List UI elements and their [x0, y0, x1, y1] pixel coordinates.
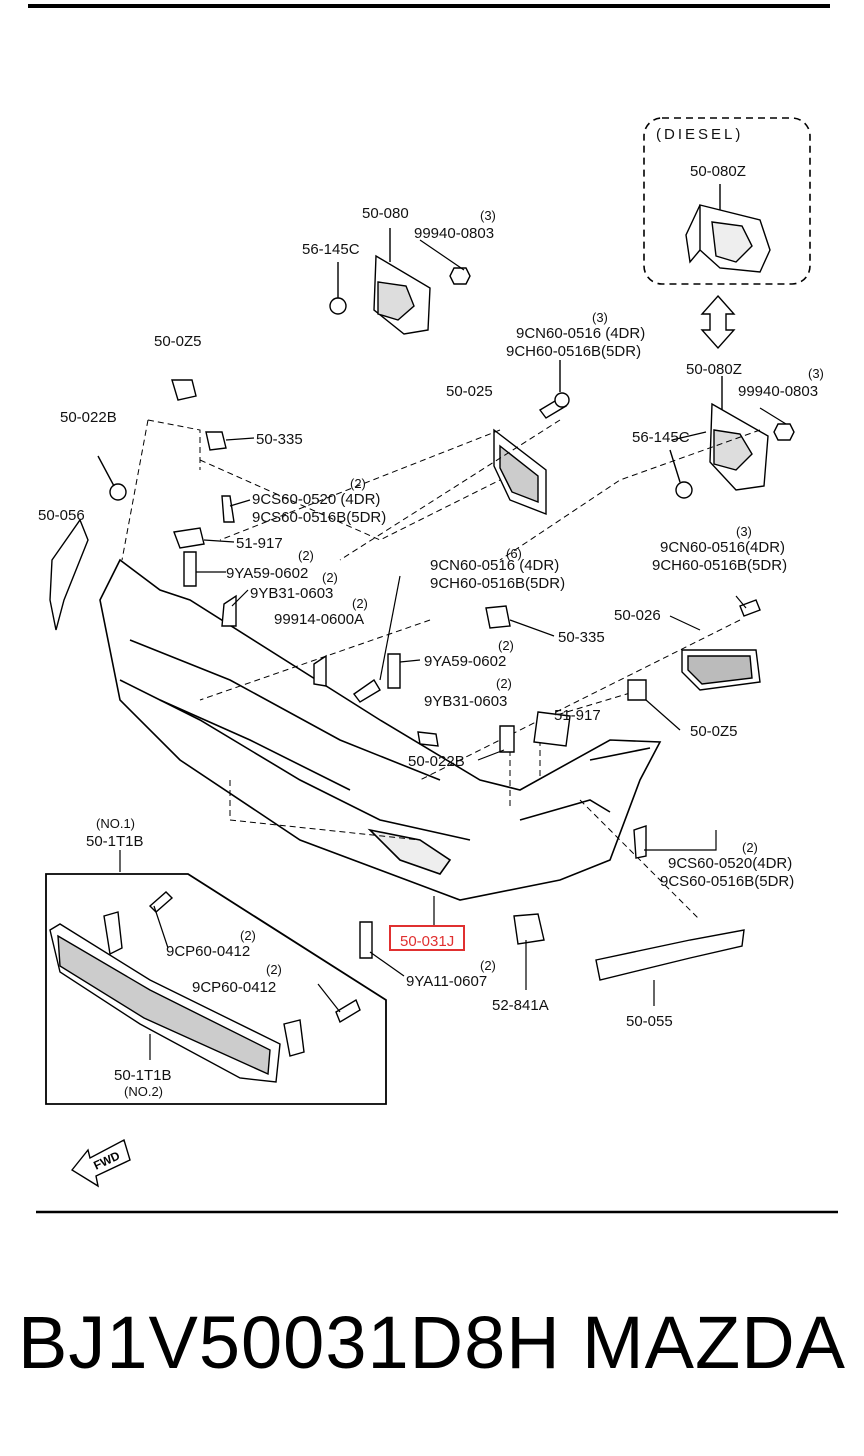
bumper-cover-50-031J: [99, 558, 662, 901]
label-9CP60-a: 9CP60-0412: [166, 943, 250, 960]
label-50-1T1B-b: 50-1T1B: [114, 1067, 172, 1084]
label-50-335-a: 50-335: [256, 431, 303, 448]
label-no1: (NO.1): [96, 816, 135, 831]
label-56-145C-b: 56-145C: [632, 429, 690, 446]
label-9CS60-a: 9CS60-0520 (4DR): [252, 491, 380, 508]
label-qty-2-c: (2): [322, 570, 338, 585]
label-9CH60-a: 9CH60-0516B(5DR): [506, 343, 641, 360]
label-50-022B-b: 50-022B: [408, 753, 465, 770]
label-qty-2-b: (2): [298, 548, 314, 563]
label-52-841A: 52-841A: [492, 997, 549, 1014]
label-99914: 99914-0600A: [274, 611, 364, 628]
label-9CS60B-a: 9CS60-0516B(5DR): [252, 509, 386, 526]
label-9YA59-b: 9YA59-0602: [424, 653, 506, 670]
label-qty-2-h: (2): [240, 928, 256, 943]
label-9CS60B-b: 9CS60-0516B(5DR): [660, 873, 794, 890]
label-qty-2-a: (2): [350, 476, 366, 491]
label-50-080Z-mid: 50-080Z: [686, 361, 742, 378]
label-51-917-b: 51-917: [554, 707, 601, 724]
label-50-055: 50-055: [626, 1013, 673, 1030]
label-50-056: 50-056: [38, 507, 85, 524]
label-qty-2-g: (2): [742, 840, 758, 855]
part-number: BJ1V50031D8H: [18, 1301, 561, 1384]
label-qty-3-a: (3): [480, 208, 496, 223]
grille-box: [45, 873, 387, 1105]
grille-50-1T1B-icon: [49, 891, 361, 1083]
label-51-917-a: 51-917: [236, 535, 283, 552]
label-9YB31-b: 9YB31-0603: [424, 693, 507, 710]
label-9CH60-b: 9CH60-0516B(5DR): [430, 575, 565, 592]
highlight-box: [389, 925, 465, 951]
label-9CS60-b: 9CS60-0520(4DR): [668, 855, 792, 872]
label-qty-2-f: (2): [496, 676, 512, 691]
diesel-label: (DIESEL): [656, 126, 743, 143]
label-50-080Z-top: 50-080Z: [690, 163, 746, 180]
bolt-9CN60-top-icon: [538, 360, 570, 419]
label-99940-b: 99940-0803: [738, 383, 818, 400]
label-9CP60-b: 9CP60-0412: [192, 979, 276, 996]
leader-lines: [196, 239, 787, 1006]
label-9CN60-b: 9CN60-0516 (4DR): [430, 557, 559, 574]
label-9YA11: 9YA11-0607: [406, 973, 487, 990]
label-50-335-b: 50-335: [558, 629, 605, 646]
label-9CN60-a: 9CN60-0516 (4DR): [516, 325, 645, 342]
brand-name: MAZDA: [582, 1301, 846, 1384]
label-50-026: 50-026: [614, 607, 661, 624]
label-9YB31-a: 9YB31-0603: [250, 585, 333, 602]
label-50-1T1B-a: 50-1T1B: [86, 833, 144, 850]
diesel-box: [643, 117, 811, 285]
label-50-031J: 50-031J: [400, 933, 454, 950]
label-qty-6: (6): [506, 546, 522, 561]
label-99940-a: 99940-0803: [414, 225, 494, 242]
label-no2: (NO.2): [124, 1084, 163, 1099]
label-qty-3-d: (3): [736, 524, 752, 539]
label-qty-2-j: (2): [480, 958, 496, 973]
bracket-50-080-icon: [329, 228, 471, 335]
label-56-145C-a: 56-145C: [302, 241, 360, 258]
grille-50-025-icon: [493, 428, 547, 516]
label-9CN60-c: 9CN60-0516(4DR): [660, 539, 785, 556]
label-qty-2-d: (2): [352, 596, 368, 611]
label-50-0Z5-b: 50-0Z5: [690, 723, 738, 740]
label-qty-3-b: (3): [592, 310, 608, 325]
bracket-diesel-icon: [685, 184, 771, 273]
label-50-022B-a: 50-022B: [60, 409, 117, 426]
hardware-group: [49, 379, 745, 981]
grille-50-026-icon: [681, 599, 761, 691]
label-50-080: 50-080: [362, 205, 409, 222]
label-qty-2-e: (2): [498, 638, 514, 653]
label-50-025: 50-025: [446, 383, 493, 400]
label-qty-2-i: (2): [266, 962, 282, 977]
label-qty-3-c: (3): [808, 366, 824, 381]
footer: BJ1V50031D8H MAZDA: [0, 1300, 864, 1400]
label-50-0Z5-a: 50-0Z5: [154, 333, 202, 350]
label-9YA59-a: 9YA59-0602: [226, 565, 308, 582]
grille-leaders: [119, 850, 341, 1060]
assembly-lines: [121, 419, 761, 921]
swap-arrow-icon: [700, 294, 736, 350]
label-9CH60-c: 9CH60-0516B(5DR): [652, 557, 787, 574]
fwd-arrow-icon: FWD: [70, 1138, 131, 1188]
